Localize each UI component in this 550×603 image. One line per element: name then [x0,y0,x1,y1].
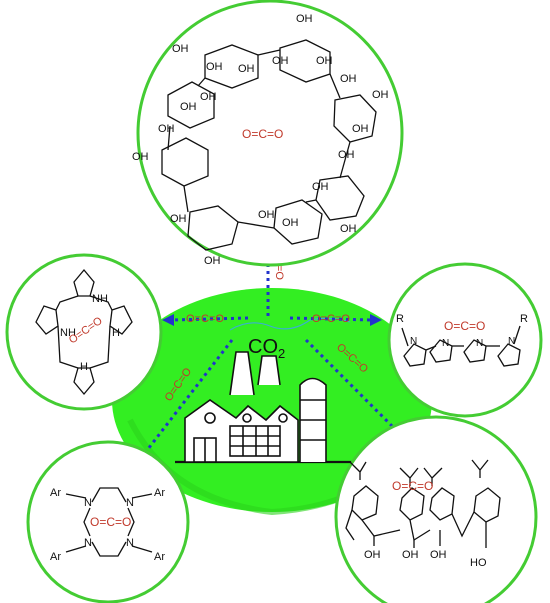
hn-right: H [112,327,120,339]
oh-label: OH [372,89,389,101]
co2-in-pyrrole-chain: O=C=O [444,319,485,333]
smoke-line [229,317,351,331]
co2-arrow-label-left: O=C=O [186,313,224,325]
ar-label: Ar [50,487,61,499]
oh-label: OH [170,213,187,225]
oh-label: OH [172,43,189,55]
factory-icon [175,351,375,464]
ar-label: Ar [154,551,165,563]
oh-label: OH [204,255,221,267]
r-right: R [520,313,528,325]
ho-label: HO [470,557,487,569]
cyclodextrin-ring [161,39,377,251]
oh-label: OH [200,91,217,103]
nh-top: NH [92,293,108,305]
oh-label: OH [180,101,197,113]
n-label: N [84,497,92,509]
oh-label: OH [340,73,357,85]
oh-label: OH [402,549,419,561]
n-label: N [126,537,134,549]
ar-label: Ar [154,487,165,499]
pyrrole-macrocycle [35,268,133,396]
nh-left: NH [60,327,76,339]
oh-label: OH [132,151,149,163]
cyclen-circle [26,440,190,603]
arrow-left [171,316,249,322]
oh-label: OH [296,13,313,25]
calixarene-cup [345,459,501,548]
co2-label: CO [248,336,278,358]
co2-in-calixarene: O=C=O [392,479,433,493]
arrow-down-right [304,338,406,440]
n-label: N [410,336,417,347]
oh-label: OH [316,55,333,67]
pyrrole-chain-circle [387,262,543,418]
oh-label: OH [430,549,447,561]
cyclodextrin-hydroxyls: OH OH OH OH OH OH OH OH OH OH OH OH OH O… [132,13,389,267]
cyclodextrin-circle [136,0,404,267]
oh-label: OH [206,61,223,73]
n-label: N [508,336,515,347]
arrow-down-left [136,339,234,463]
n-label: N [126,497,134,509]
oh-label: OH [364,549,381,561]
co2-subscript: 2 [278,346,285,361]
ar-label: Ar [50,551,61,563]
n-label: N [442,338,449,349]
r-left: R [396,313,404,325]
oh-label: OH [312,181,329,193]
oh-label: OH [352,123,369,135]
co2-arrow-label-right: O=C=O [312,313,350,325]
calixarene-circle [334,415,538,603]
svg-text:CO2: CO2 [248,336,285,361]
h-bottom: H [80,361,88,373]
n-label: N [476,338,483,349]
porphyrinogen-circle [5,253,163,411]
oh-label: OH [158,123,175,135]
co2-in-cyclen: O=C=O [90,515,131,529]
oh-label: OH [238,63,255,75]
tetraaza-macrocycle [65,487,153,557]
oh-label: OH [340,223,357,235]
pyrrole-chain [401,325,521,367]
n-label: N [84,537,92,549]
oh-label: OH [282,217,299,229]
oh-label: OH [272,55,289,67]
oh-label: OH [258,209,275,221]
oh-label: OH [338,149,355,161]
co2-in-cyclodextrin: O=C=O [242,127,283,141]
